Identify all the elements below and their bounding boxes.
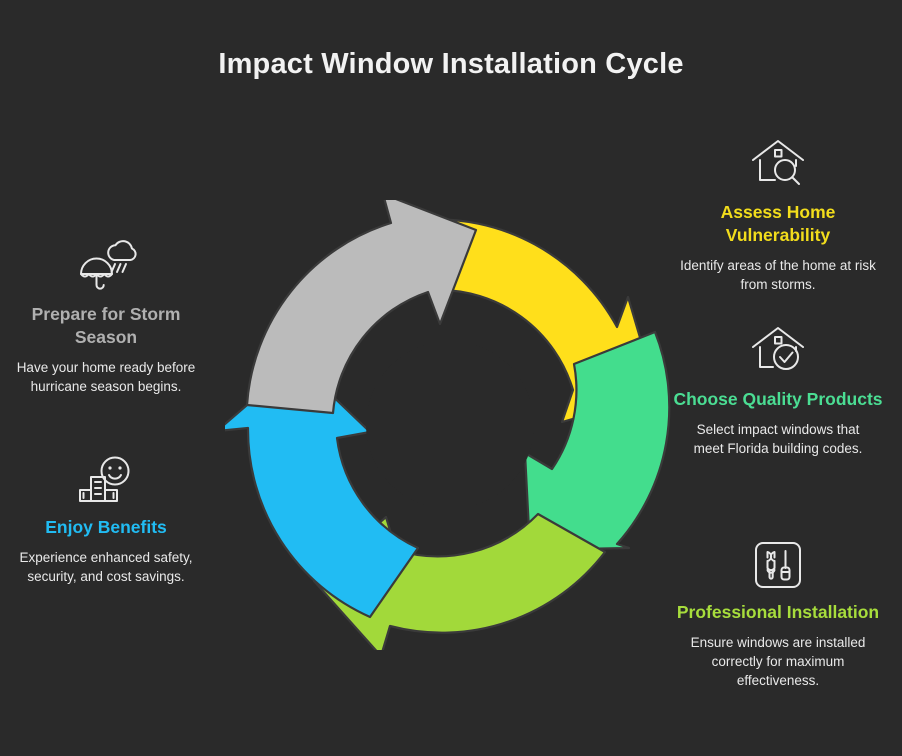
step-title: Prepare for Storm Season [31, 304, 181, 348]
step-description: Experience enhanced safety, security, an… [19, 550, 193, 585]
step-description: Have your home ready before hurricane se… [16, 360, 196, 395]
step-assess-home-vulnerability[interactable]: Assess Home Vulnerability Identify areas… [672, 128, 884, 295]
cycle-segment-choose [523, 330, 671, 552]
step-title: Professional Installation [676, 602, 880, 622]
cycle-wheel-diagram [225, 200, 675, 650]
cycle-segment-benefits [225, 360, 420, 619]
step-description: Identify areas of the home at risk from … [680, 258, 876, 293]
umbrella-rain-icon [0, 230, 212, 292]
step-choose-quality-products[interactable]: Choose Quality Products Select impact wi… [672, 315, 884, 458]
step-prepare-for-storm-season[interactable]: Prepare for Storm Season Have your home … [0, 230, 212, 397]
step-professional-installation[interactable]: Professional Installation Ensure windows… [672, 528, 884, 691]
step-enjoy-benefits[interactable]: Enjoy Benefits Experience enhanced safet… [0, 443, 212, 586]
page-title: Impact Window Installation Cycle [218, 48, 684, 80]
house-check-icon [672, 315, 884, 377]
smiley-money-icon [0, 443, 212, 505]
step-description: Ensure windows are installed correctly f… [690, 635, 866, 689]
cycle-hub [366, 341, 534, 509]
step-title: Enjoy Benefits [45, 517, 167, 537]
cycle-segment-prepare [245, 200, 478, 415]
house-magnifier-icon [672, 128, 884, 190]
step-description: Select impact windows that meet Florida … [693, 422, 863, 457]
step-title: Assess Home Vulnerability [720, 202, 836, 246]
step-title: Choose Quality Products [673, 389, 883, 409]
tools-box-icon [672, 528, 884, 590]
